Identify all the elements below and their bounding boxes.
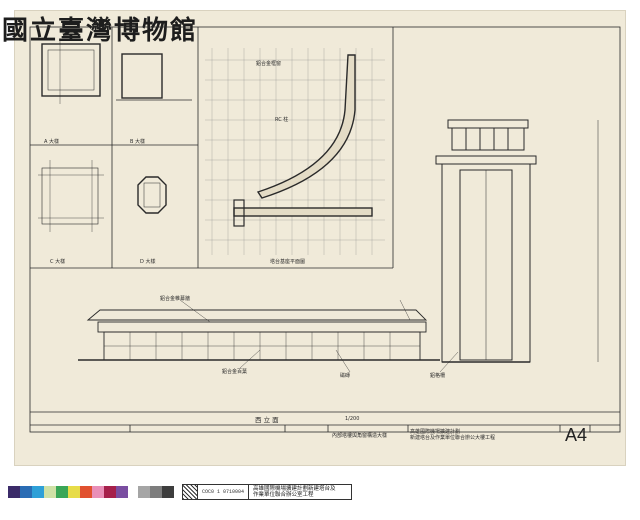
color-patch xyxy=(80,486,92,498)
drawing-name: 內部塔樓與角窗構造大樣 xyxy=(332,433,388,439)
color-patch xyxy=(68,486,80,498)
note-2: RC 柱 xyxy=(275,117,289,123)
color-patch xyxy=(56,486,68,498)
color-patch xyxy=(92,486,104,498)
gray-patch xyxy=(150,486,162,498)
archive-description: 高雄國際機場擴建計劃新建塔台及 作業單位聯合辦公室工程 xyxy=(249,486,340,499)
gray-patch xyxy=(162,486,174,498)
project-title: 高雄國際機場擴建計劃 xyxy=(410,429,461,435)
note-6: 鋁格柵 xyxy=(430,373,446,379)
note-1: 鋁合金框窗 xyxy=(256,61,282,67)
detail-label-d: D 大樣 xyxy=(140,259,156,265)
archive-desc-line2: 作業單位聯合辦公室工程 xyxy=(253,492,314,498)
note-4: 鋁合金百葉 xyxy=(222,369,248,375)
plan-title: 塔台基座平面圖 xyxy=(270,259,306,265)
color-patch xyxy=(32,486,44,498)
gray-calibration-bar xyxy=(138,486,174,498)
color-calibration-bar xyxy=(8,486,128,498)
gray-patch xyxy=(138,486,150,498)
sheet-number: A4 xyxy=(565,425,588,445)
color-patch xyxy=(8,486,20,498)
sheet-border xyxy=(29,26,621,433)
archive-info-box: COC0 1 0710004 高雄國際機場擴建計劃新建塔台及 作業單位聯合辦公室… xyxy=(182,484,352,500)
archive-desc-line1: 高雄國際機場擴建計劃新建塔台及 xyxy=(253,485,336,492)
color-patch xyxy=(20,486,32,498)
detail-label-a: A 大樣 xyxy=(44,139,60,145)
museum-watermark: 國立臺灣博物館 xyxy=(2,16,199,46)
note-3: 鋁合金帷幕牆 xyxy=(160,296,191,302)
qr-code-icon xyxy=(183,485,198,499)
view-title: 西 立 面 xyxy=(255,416,279,424)
note-5: 磁磚 xyxy=(340,373,351,379)
drawing-sheet xyxy=(14,10,626,466)
scale-note: 1/200 xyxy=(345,416,360,422)
color-patch xyxy=(104,486,116,498)
color-patch xyxy=(44,486,56,498)
detail-label-c: C 大樣 xyxy=(50,259,66,265)
archive-code: COC0 1 0710004 xyxy=(198,485,250,499)
project-subtitle: 新建塔台及作業單位聯合辦公大樓工程 xyxy=(410,435,496,441)
color-patch xyxy=(116,486,128,498)
detail-label-b: B 大樣 xyxy=(130,139,146,145)
